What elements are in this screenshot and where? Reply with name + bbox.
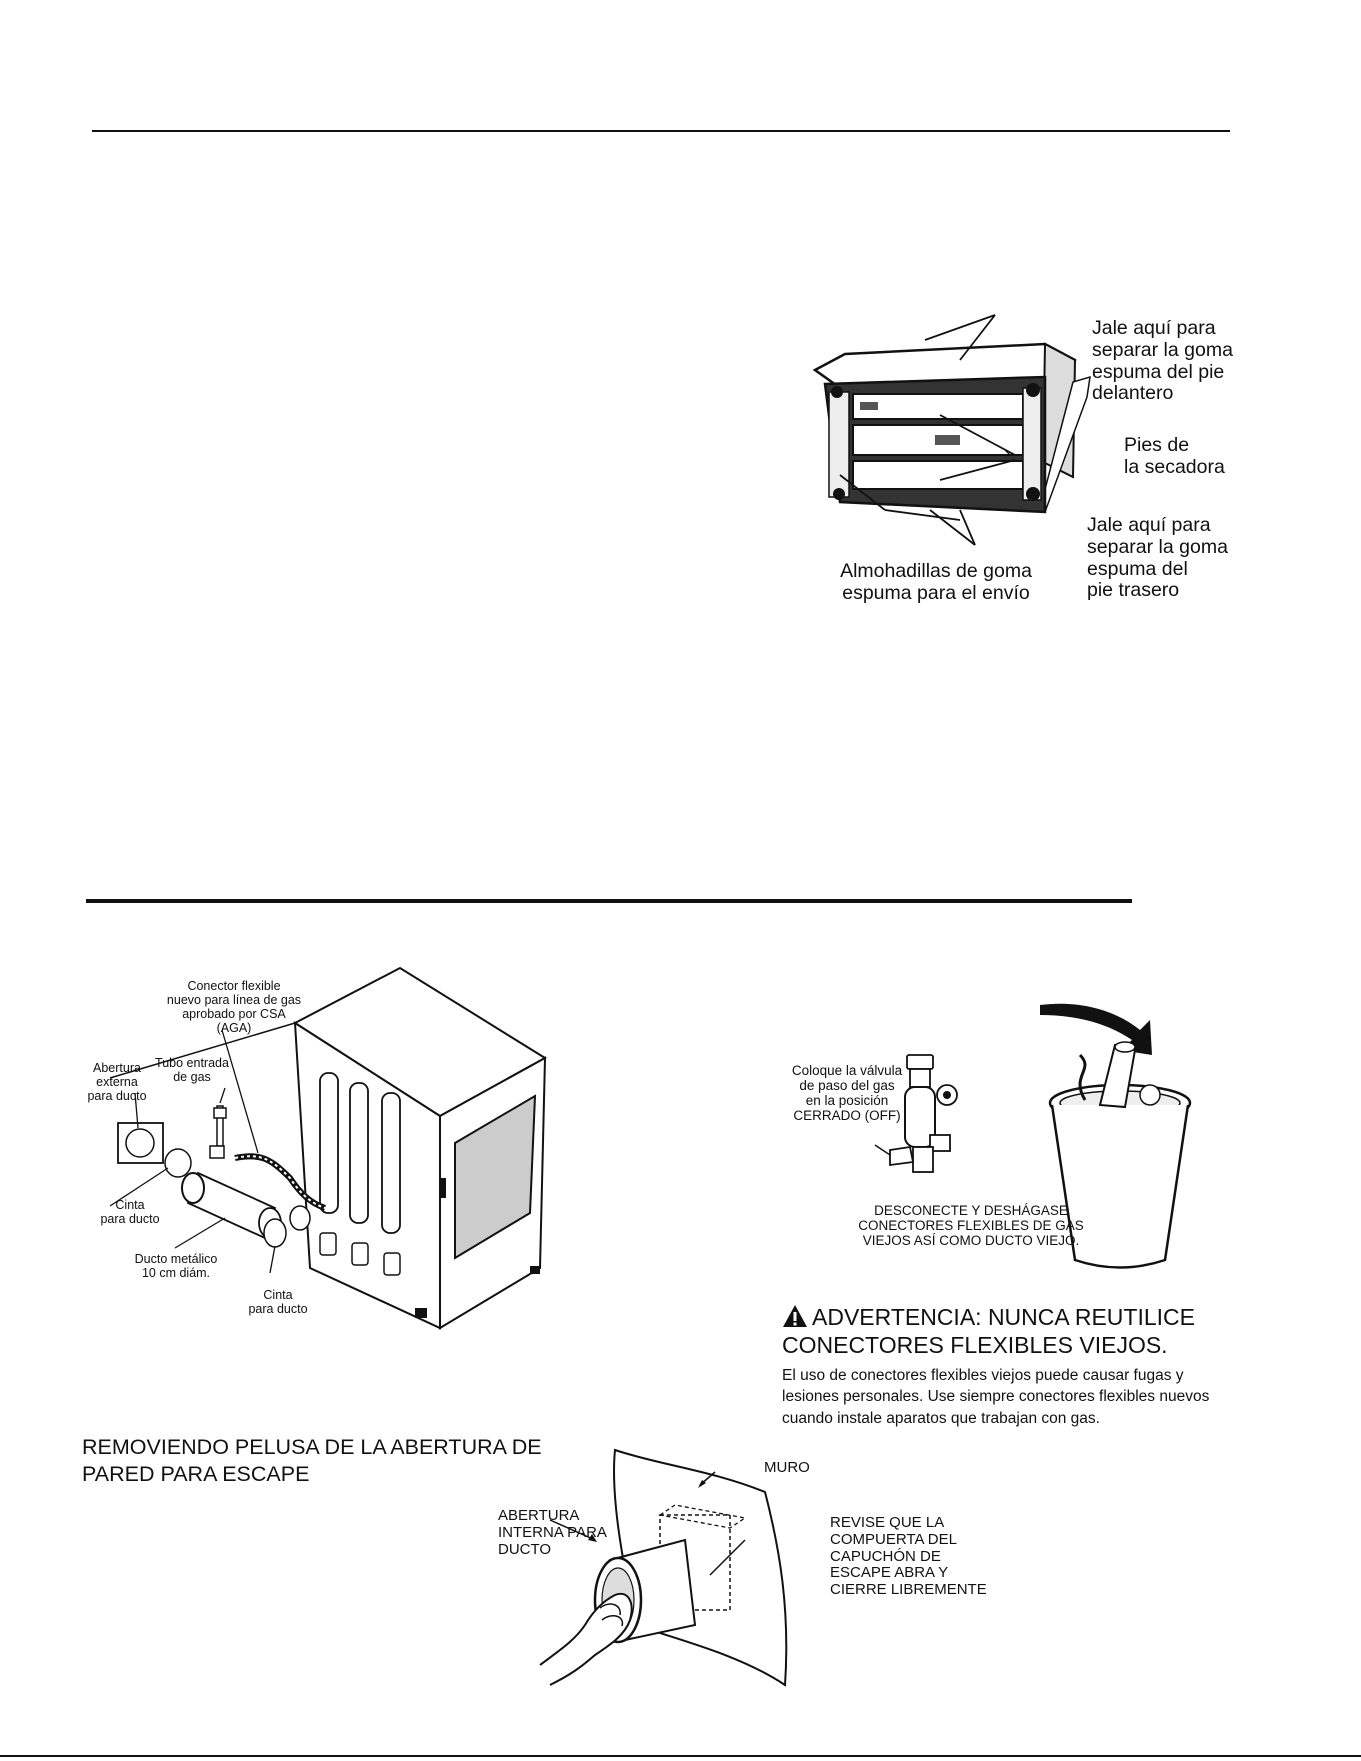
warning-triangle-icon xyxy=(783,1305,807,1327)
bottom-rule xyxy=(0,1755,1361,1757)
label-internal-duct-opening: ABERTURA INTERNA PARA DUCTO xyxy=(498,1507,607,1558)
top-rule xyxy=(92,130,1230,132)
label-duct-tape-left: Cinta para ducto xyxy=(100,1198,160,1226)
middle-rule xyxy=(86,899,1132,903)
label-external-duct-opening: Abertura externa para ducto xyxy=(87,1061,147,1103)
dryer-gas-connection-illustration xyxy=(109,966,547,1330)
label-dryer-feet: Pies de la secadora xyxy=(1124,434,1225,478)
label-gas-valve-off: Coloque la válvula de paso del gas en la… xyxy=(791,1063,903,1124)
warning-block: ADVERTENCIA: NUNCA REUTILICE CONECTORES … xyxy=(782,1303,1222,1429)
label-disconnect-old-connectors: DESCONECTE Y DESHÁGASE CONECTORES FLEXIB… xyxy=(858,1203,1084,1249)
lint-removal-heading: REMOVIENDO PELUSA DE LA ABERTURA DE PARE… xyxy=(82,1435,542,1486)
label-gas-inlet-pipe: Tubo entrada de gas xyxy=(155,1056,229,1084)
warning-title: ADVERTENCIA: NUNCA REUTILICE CONECTORES … xyxy=(782,1303,1222,1359)
label-pull-rear-foot: Jale aquí para separar la goma espuma de… xyxy=(1087,514,1228,602)
warning-title-line-2: CONECTORES FLEXIBLES VIEJOS. xyxy=(782,1332,1168,1359)
warning-title-line-1: ADVERTENCIA: NUNCA REUTILICE xyxy=(812,1304,1195,1330)
label-foam-shipping-pads: Almohadillas de goma espuma para el enví… xyxy=(840,560,1032,604)
warning-body: El uso de conectores flexibles viejos pu… xyxy=(782,1367,1210,1427)
label-wall: MURO xyxy=(764,1459,810,1476)
fig1-leader-lines xyxy=(839,314,1016,546)
gas-valve-illustration xyxy=(874,1054,958,1173)
trash-can-illustration xyxy=(1040,1003,1192,1269)
label-pull-front-foot: Jale aquí para separar la goma espuma de… xyxy=(1092,317,1233,405)
label-new-flexible-connector: Conector flexible nuevo para línea de ga… xyxy=(166,979,302,1035)
label-check-exhaust-hood: REVISE QUE LA COMPUERTA DEL CAPUCHÓN DE … xyxy=(830,1514,987,1599)
wall-vent-lint-illustration xyxy=(539,1448,788,1687)
dryer-shipping-pads-illustration xyxy=(812,342,1091,514)
label-metal-duct: Ducto metálico 10 cm diám. xyxy=(134,1252,218,1280)
label-duct-tape-right: Cinta para ducto xyxy=(248,1288,308,1316)
